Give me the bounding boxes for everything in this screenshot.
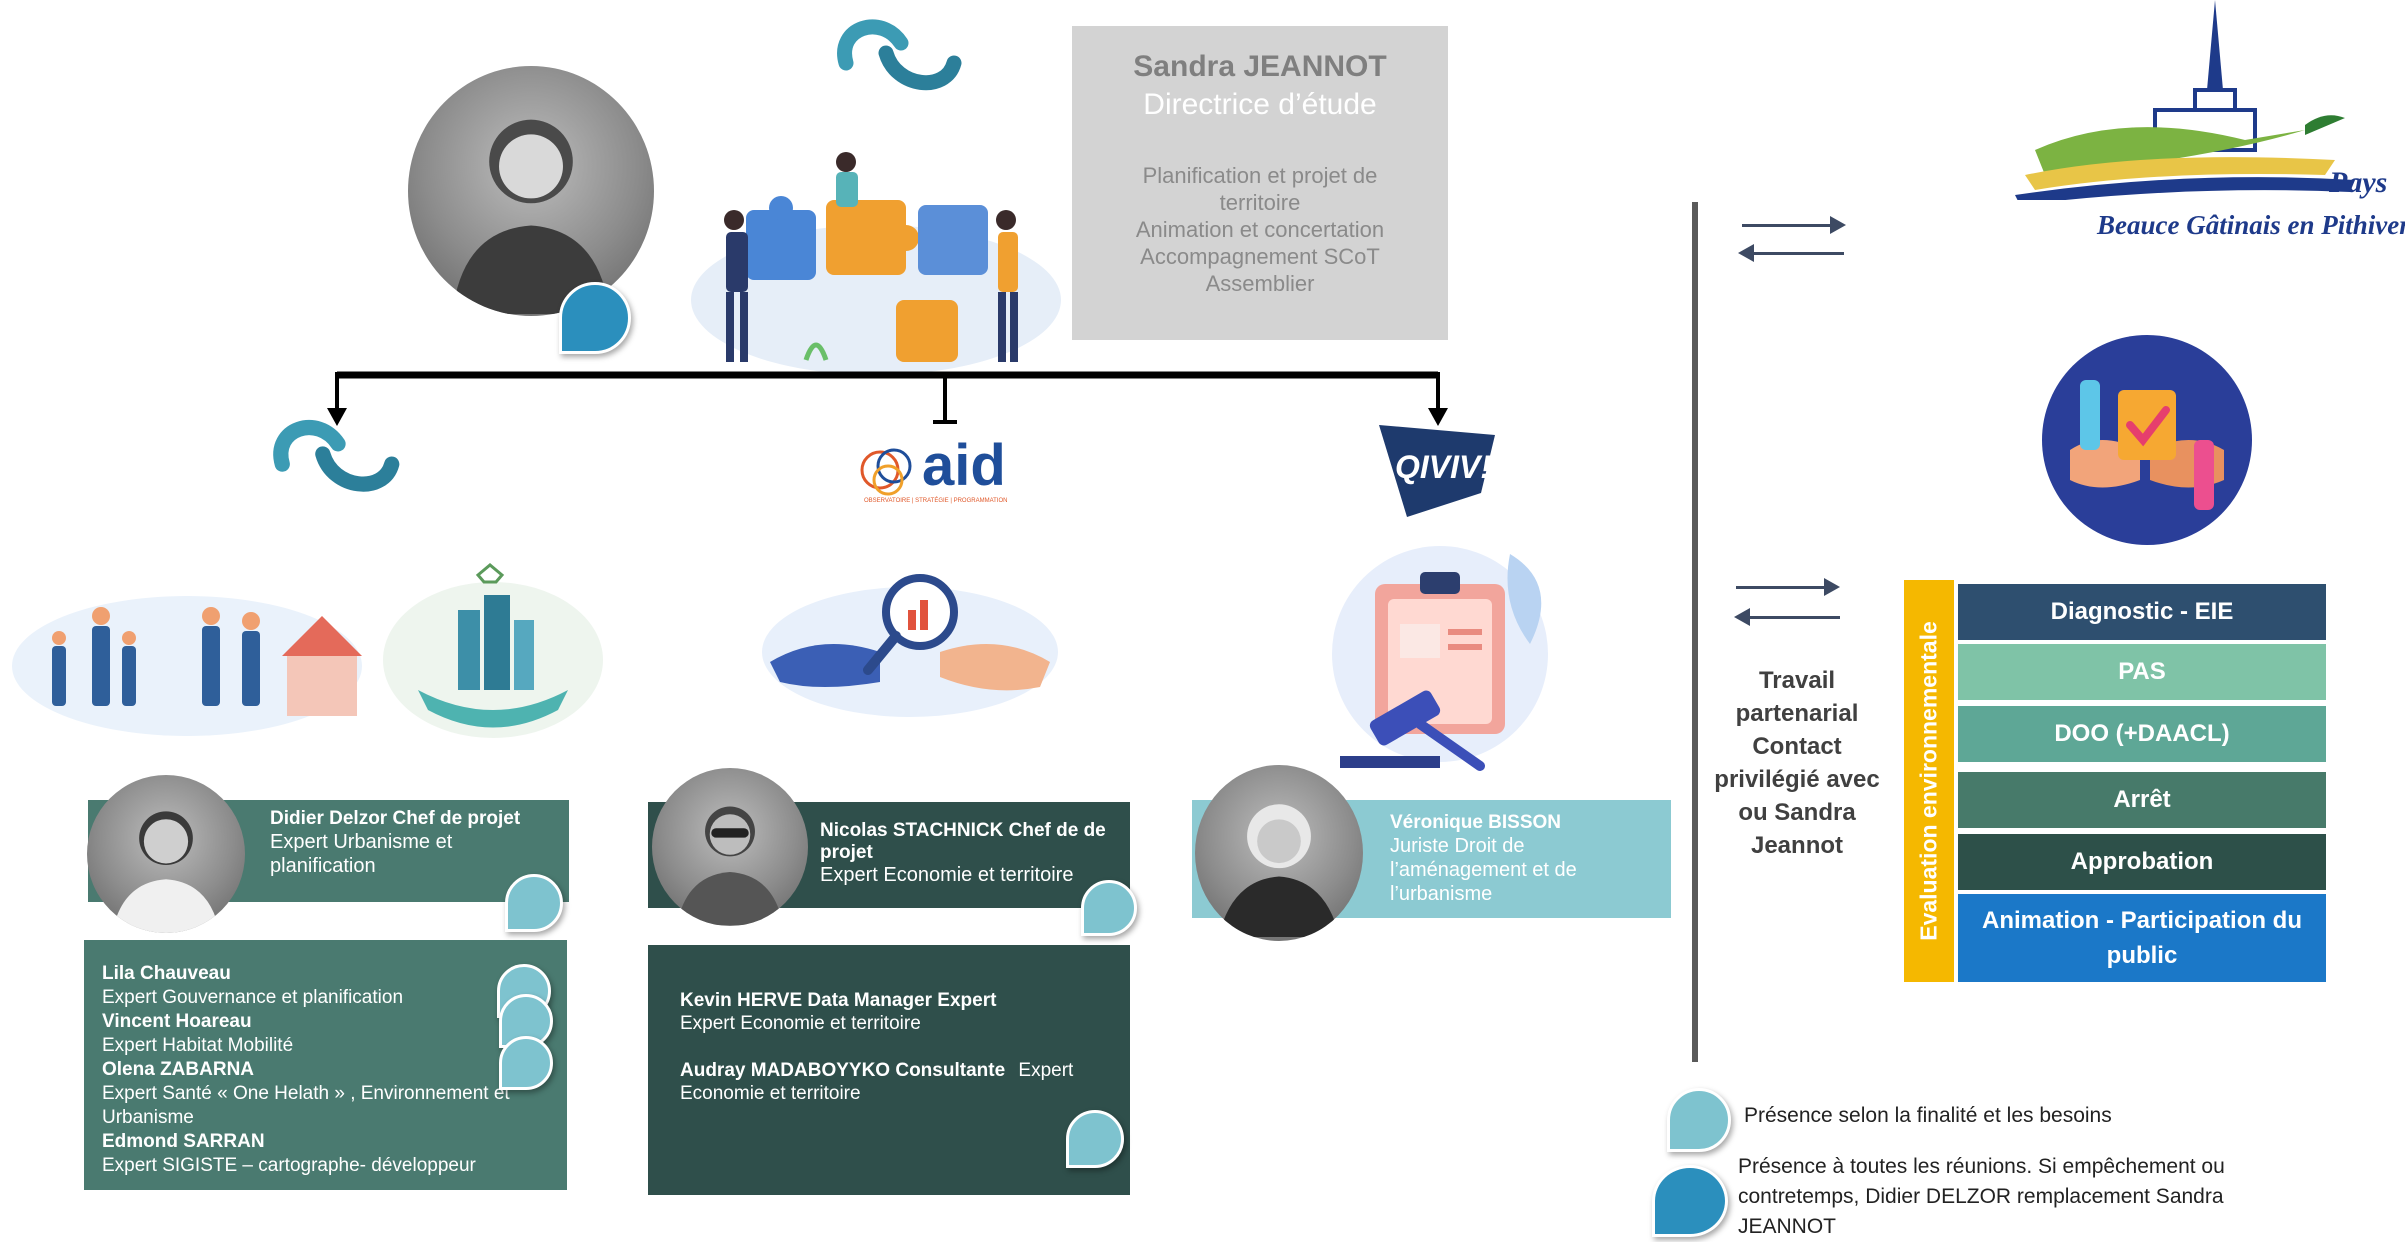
team1-chief-name: Didier Delzor Chef de projet [270, 808, 521, 829]
aid-subtitle: OBSERVATOIRE | STRATÉGIE | PROGRAMMATION [864, 498, 1008, 504]
partner-line: privilégié avec [1714, 766, 1880, 793]
team2-chief-photo [652, 768, 808, 926]
partner-line: ou Sandra [1738, 799, 1856, 826]
pays-subtitle: Beauce Gâtinais en Pithiverais [2097, 210, 2405, 240]
org-connector [327, 371, 1448, 426]
legend-dark-line: Présence à toutes les réunions. Si empêc… [1738, 1155, 2225, 1178]
drop-light-team2-member [1066, 1110, 1124, 1168]
lead-photo [408, 66, 654, 316]
drop-dark-lead [559, 282, 631, 354]
aid-wordmark: aid [922, 433, 1006, 498]
arrow-left-icon [1734, 608, 1750, 626]
exchange-arrow-top-left [1744, 252, 1844, 255]
qiviv-logo: QIVIV! [1377, 423, 1497, 519]
church-landscape-icon [2015, 0, 2355, 200]
phase-step: Animation - Participation du public [1958, 894, 2326, 982]
vertical-divider [1692, 202, 1698, 1062]
person-silhouette-icon [112, 811, 220, 933]
side-label-text: Evaluation environnementale [1915, 621, 1942, 941]
side-label-box: Evaluation environnementale [1904, 580, 1954, 982]
phase-step: Approbation [1958, 834, 2326, 890]
phase-step: DOO (+DAACL) [1958, 706, 2326, 762]
team2-chief-role: Expert Economie et territoire [820, 864, 1074, 886]
partner-line: partenarial [1735, 700, 1859, 727]
qiviv-shape-icon [1379, 425, 1495, 517]
arrow-left-icon [1738, 244, 1754, 262]
team1-member-role: Expert Santé « One Helath » , Environnem… [102, 1083, 510, 1128]
lead-mission: Planification et projet de territoire [1142, 163, 1378, 215]
team1-chief-role: Expert Urbanisme et planification [270, 831, 453, 877]
swirl-logo-icon [837, 19, 962, 91]
partner-line: Contact [1752, 733, 1842, 760]
arrow-right-icon [1824, 578, 1840, 596]
legend-light-text: Présence selon la finalité et les besoin… [1744, 1104, 2112, 1127]
lead-info-box: Sandra JEANNOT Directrice d’étude Planif… [1072, 26, 1448, 340]
lead-name: Sandra JEANNOT [1133, 50, 1387, 83]
legend-dark-text: Présence à toutes les réunions. Si empêc… [1738, 1152, 2225, 1242]
lead-mission: Accompagnement SCoT [1140, 244, 1380, 269]
drop-light-team1-member [499, 1036, 553, 1090]
team3-chief-photo [1195, 765, 1363, 941]
swirl-logo-icon [273, 420, 400, 492]
aid-rings-icon [860, 448, 912, 496]
legal-clipboard-illustration [1332, 546, 1548, 771]
team2-member-name: Audray MADABOYYKO Consultante [680, 1060, 1006, 1081]
exchange-arrow-top-right [1742, 224, 1842, 227]
partner-line: Jeannot [1750, 832, 1843, 859]
team1-member-name: Vincent Hoareau [102, 1011, 252, 1032]
drop-light-team2-chief [1081, 880, 1137, 936]
city-in-hand-illustration [383, 563, 603, 738]
team1-member-name: Lila Chauveau [102, 963, 231, 984]
phase-step: PAS [1958, 644, 2326, 700]
phase-step: Diagnostic - EIE [1958, 584, 2326, 640]
exchange-arrow-mid-left [1740, 616, 1840, 619]
exchange-arrow-mid-right [1736, 586, 1836, 589]
legend-drop-light [1667, 1088, 1731, 1152]
team1-member-role: Expert Habitat Mobilité [102, 1035, 294, 1056]
lead-mission: Assemblier [1205, 271, 1315, 296]
team1-member-name: Edmond SARRAN [102, 1131, 265, 1152]
team1-member-role: Expert Gouvernance et planification [102, 987, 404, 1008]
team2-member-role: Expert Economie et territoire [680, 1060, 1074, 1104]
person-silhouette-icon [676, 806, 784, 925]
team2-members-card: Kevin HERVE Data Manager Expert Expert E… [648, 945, 1130, 1195]
team2-member-name: Kevin HERVE Data Manager Expert [680, 990, 997, 1011]
person-silhouette-icon [1218, 804, 1340, 937]
legend-dark-line: contretemps, Didier DELZOR remplacement … [1738, 1185, 2224, 1208]
pays-logo: Pays Beauce Gâtinais en Pithiverais [1985, 0, 2405, 250]
legend-dark-line: JEANNOT [1738, 1215, 1837, 1238]
team1-members-card: Lila Chauveau Expert Gouvernance et plan… [84, 940, 567, 1190]
team2-chief-name: Nicolas STACHNICK Chef de de projet [820, 820, 1106, 863]
aid-logo: aid OBSERVATOIRE | STRATÉGIE | PROGRAMMA… [858, 433, 1018, 508]
partner-line: Travail [1758, 667, 1836, 694]
legend-drop-dark [1652, 1165, 1728, 1237]
drop-light-team1-chief [505, 874, 563, 932]
family-illustration [12, 596, 362, 736]
team1-member-name: Olena ZABARNA [102, 1059, 255, 1080]
puzzle-team-illustration [691, 152, 1061, 375]
handshake-check-icon [2042, 335, 2252, 545]
arrow-right-icon [1830, 216, 1846, 234]
lead-mission: Animation et concertation [1135, 217, 1385, 242]
team1-chief-photo [87, 775, 245, 933]
magnifier-hands-illustration [762, 574, 1058, 717]
phase-step: Arrêt [1958, 772, 2326, 828]
qiviv-wordmark: QIVIV! [1395, 449, 1492, 485]
pays-title: Pays [2329, 166, 2388, 199]
team3-chief-name: Véronique BISSON [1390, 812, 1562, 833]
team2-member-role: Expert Economie et territoire [680, 1013, 921, 1034]
person-silhouette-icon [452, 119, 610, 314]
partner-text: Travail partenarial Contact privilégié a… [1702, 664, 1892, 862]
team3-chief-role: Juriste Droit de l’aménagement et de l’u… [1390, 835, 1577, 905]
team1-member-role: Expert SIGISTE – cartographe- développeu… [102, 1155, 476, 1176]
lead-title: Directrice d’étude [1143, 88, 1377, 121]
